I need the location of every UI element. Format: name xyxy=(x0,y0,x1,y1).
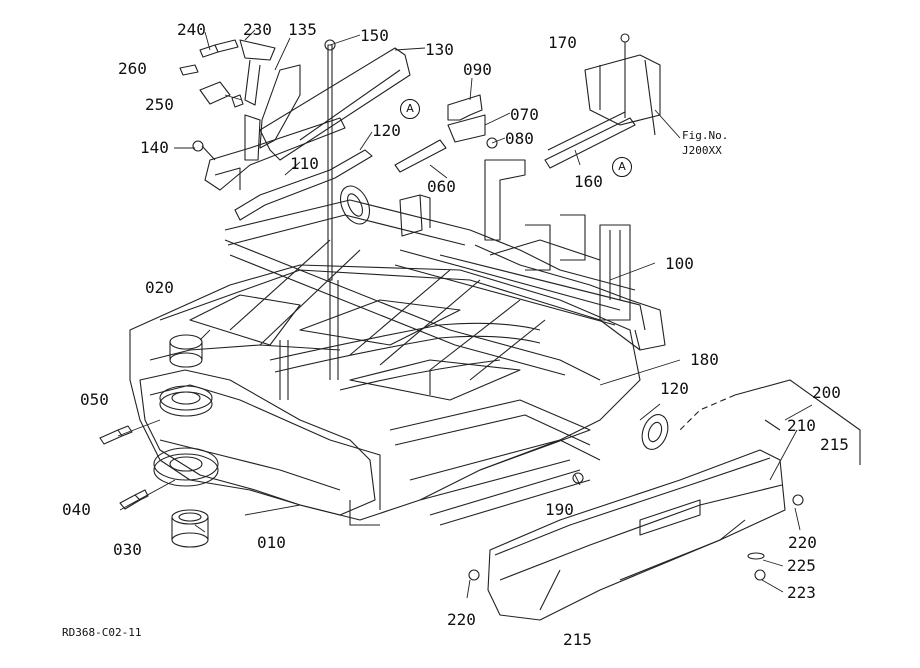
part-label-050: 050 xyxy=(80,390,109,409)
part-label-225: 225 xyxy=(787,556,816,575)
part-label-180: 180 xyxy=(690,350,719,369)
part-label-030: 030 xyxy=(113,540,142,559)
part-label-140: 140 xyxy=(140,138,169,157)
part-label-220-right: 220 xyxy=(788,533,817,552)
part-label-060: 060 xyxy=(427,177,456,196)
part-label-100: 100 xyxy=(665,254,694,273)
part-label-010: 010 xyxy=(257,533,286,552)
part-label-135: 135 xyxy=(288,20,317,39)
part-label-120-upper: 120 xyxy=(372,121,401,140)
reference-mark-a-right: A xyxy=(612,157,632,177)
part-label-210: 210 xyxy=(787,416,816,435)
part-label-230: 230 xyxy=(243,20,272,39)
part-label-160: 160 xyxy=(574,172,603,191)
part-label-240: 240 xyxy=(177,20,206,39)
part-label-200: 200 xyxy=(812,383,841,402)
part-label-110: 110 xyxy=(290,154,319,173)
part-label-020: 020 xyxy=(145,278,174,297)
part-label-170: 170 xyxy=(548,33,577,52)
part-label-070: 070 xyxy=(510,105,539,124)
part-label-080: 080 xyxy=(505,129,534,148)
part-label-040: 040 xyxy=(62,500,91,519)
pivot-bracket xyxy=(139,369,376,516)
part-label-190: 190 xyxy=(545,500,574,519)
reference-mark-a-upper: A xyxy=(400,99,420,119)
deck-plate xyxy=(189,294,301,346)
part-label-090: 090 xyxy=(463,60,492,79)
part-label-150: 150 xyxy=(360,26,389,45)
drawing-id: RD368-C02-11 xyxy=(62,626,142,639)
part-label-120-lower: 120 xyxy=(660,379,689,398)
part-label-215-lower: 215 xyxy=(563,630,592,649)
figure-number-code: J200XX xyxy=(682,144,722,157)
part-label-220-bottom: 220 xyxy=(447,610,476,629)
part-label-260: 260 xyxy=(118,59,147,78)
part-label-223: 223 xyxy=(787,583,816,602)
pivot-ring-lower xyxy=(153,453,219,487)
part-label-215-upper: 215 xyxy=(820,435,849,454)
part-label-250: 250 xyxy=(145,95,174,114)
side-cover xyxy=(487,449,786,621)
part-label-130: 130 xyxy=(425,40,454,59)
figure-number-label: Fig.No. xyxy=(682,129,729,142)
